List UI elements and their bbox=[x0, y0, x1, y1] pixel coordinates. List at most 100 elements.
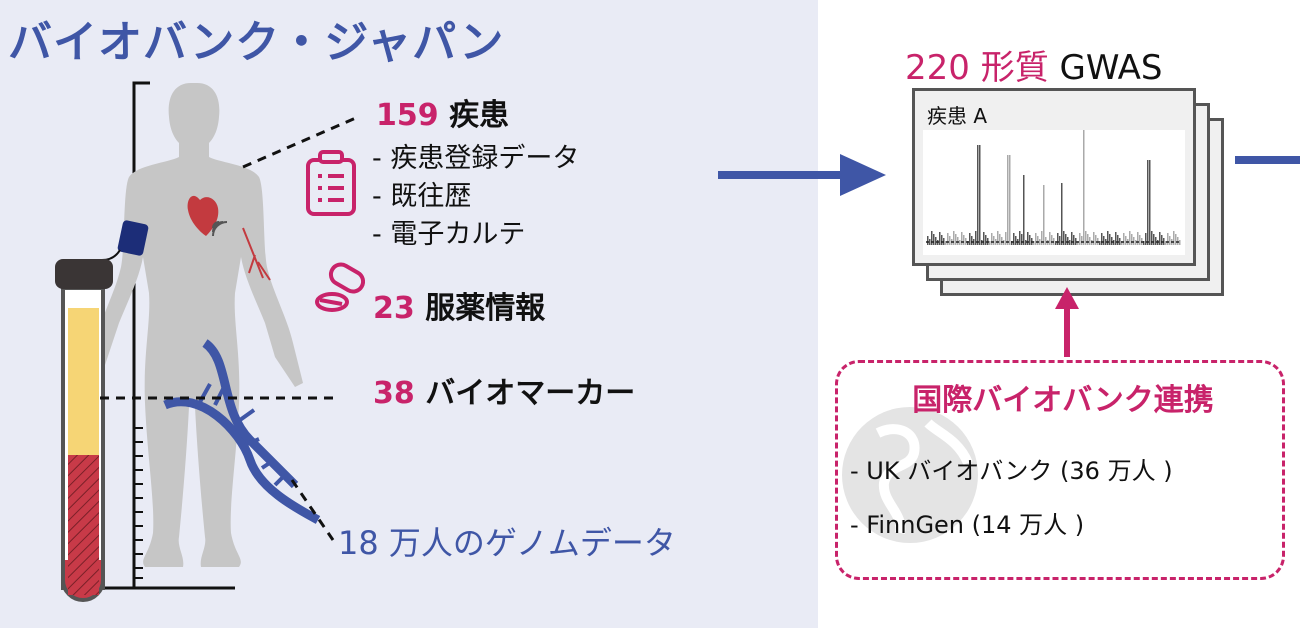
trait-count: 220 bbox=[905, 48, 970, 88]
height-ruler bbox=[105, 81, 235, 590]
manhattan-bar bbox=[1101, 233, 1103, 245]
manhattan-bar bbox=[1049, 232, 1051, 245]
manhattan-bar bbox=[1073, 235, 1075, 245]
gwas-title: 220 形質 GWAS bbox=[905, 40, 1162, 89]
manhattan-bar bbox=[1061, 183, 1063, 245]
manhattan-bar bbox=[929, 239, 931, 245]
manhattan-bar bbox=[1109, 234, 1111, 245]
manhattan-bar bbox=[969, 233, 971, 245]
manhattan-bar bbox=[999, 234, 1001, 245]
blood-pressure-cuff bbox=[117, 220, 149, 256]
manhattan-bar bbox=[1011, 241, 1013, 245]
biobank-item: - UK バイオバンク (36 万人 ) bbox=[850, 457, 1173, 485]
manhattan-bar bbox=[947, 233, 949, 245]
blood-tube bbox=[55, 259, 113, 602]
manhattan-bar bbox=[1005, 232, 1007, 245]
manhattan-bar bbox=[1081, 236, 1083, 245]
gwas-label: GWAS bbox=[1059, 48, 1163, 88]
medication-label: 服薬情報 bbox=[425, 291, 546, 326]
manhattan-bar bbox=[1149, 160, 1151, 245]
manhattan-bar bbox=[1063, 231, 1065, 245]
manhattan-bar bbox=[1177, 237, 1179, 245]
manhattan-bar bbox=[1051, 235, 1053, 245]
clipboard-icon bbox=[306, 150, 356, 216]
manhattan-bar bbox=[1169, 236, 1171, 245]
pills-icon bbox=[315, 262, 366, 312]
manhattan-bar bbox=[1161, 235, 1163, 245]
connector-lines bbox=[100, 115, 359, 541]
manhattan-bar bbox=[1133, 237, 1135, 245]
manhattan-bar bbox=[1069, 240, 1071, 245]
manhattan-bar bbox=[1001, 237, 1003, 245]
manhattan-bar bbox=[959, 240, 961, 245]
manhattan-bar bbox=[1019, 231, 1021, 245]
manhattan-bar bbox=[1143, 241, 1145, 245]
manhattan-bar bbox=[991, 233, 993, 245]
manhattan-bar bbox=[1147, 160, 1149, 245]
manhattan-bar bbox=[1121, 241, 1123, 245]
manhattan-bar bbox=[1105, 239, 1107, 245]
manhattan-bar bbox=[1135, 240, 1137, 245]
manhattan-bar bbox=[971, 236, 973, 245]
biobank-item: - FinnGen (14 万人 ) bbox=[850, 511, 1085, 539]
arrow-line bbox=[1235, 156, 1300, 164]
manhattan-bar bbox=[963, 235, 965, 245]
manhattan-bar bbox=[1111, 237, 1113, 245]
manhattan-bar bbox=[1173, 231, 1175, 245]
manhattan-bar bbox=[1067, 237, 1069, 245]
manhattan-bar bbox=[997, 231, 999, 245]
manhattan-bar bbox=[1179, 240, 1181, 245]
manhattan-bar bbox=[1043, 185, 1045, 245]
manhattan-bar bbox=[1045, 237, 1047, 245]
arrow-right-icon bbox=[718, 154, 886, 196]
international-biobank-box: 国際バイオバンク連携 - UK バイオバンク (36 万人 ) - FinnGe… bbox=[835, 360, 1285, 580]
manhattan-bar bbox=[1115, 232, 1117, 245]
manhattan-bar bbox=[1131, 234, 1133, 245]
manhattan-bar bbox=[1099, 241, 1101, 245]
manhattan-bar bbox=[1009, 155, 1011, 245]
manhattan-bar bbox=[1055, 241, 1057, 245]
biobank-panel bbox=[0, 0, 818, 628]
manhattan-bar bbox=[1085, 231, 1087, 245]
dna-icon bbox=[163, 339, 321, 524]
manhattan-bar bbox=[955, 234, 957, 245]
international-title: 国際バイオバンク連携 bbox=[912, 383, 1214, 418]
manhattan-bar bbox=[1023, 175, 1025, 245]
manhattan-bar bbox=[1159, 232, 1161, 245]
diseases-label: 疾患 bbox=[449, 98, 510, 133]
manhattan-bar bbox=[939, 232, 941, 245]
manhattan-bar bbox=[1137, 232, 1139, 245]
biomarker-count: 38 bbox=[373, 376, 415, 411]
manhattan-bar bbox=[1065, 234, 1067, 245]
body-silhouette bbox=[89, 83, 303, 567]
human-illustration bbox=[55, 81, 366, 602]
manhattan-bar bbox=[967, 241, 969, 245]
manhattan-bar bbox=[1015, 236, 1017, 245]
manhattan-bar bbox=[1075, 238, 1077, 245]
manhattan-bar bbox=[935, 237, 937, 245]
genome-label: 18 万人のゲノムデータ bbox=[338, 524, 676, 562]
manhattan-bar bbox=[1041, 231, 1043, 245]
manhattan-bar bbox=[1165, 241, 1167, 245]
manhattan-bar bbox=[1139, 235, 1141, 245]
manhattan-bar bbox=[957, 237, 959, 245]
diseases-count: 159 bbox=[376, 98, 439, 133]
page-title: バイオバンク・ジャパン bbox=[8, 17, 505, 68]
manhattan-bar bbox=[1037, 236, 1039, 245]
manhattan-bar bbox=[1167, 233, 1169, 245]
manhattan-bar bbox=[1021, 234, 1023, 245]
manhattan-bar bbox=[989, 241, 991, 245]
manhattan-bar bbox=[983, 232, 985, 245]
manhattan-bar bbox=[1155, 237, 1157, 245]
manhattan-bar bbox=[1123, 233, 1125, 245]
disease-item: - 疾患登録データ bbox=[372, 143, 580, 174]
vein-icon bbox=[242, 227, 271, 281]
manhattan-bar bbox=[961, 232, 963, 245]
globe-icon bbox=[842, 407, 978, 543]
biomarker-label: バイオマーカー bbox=[425, 376, 636, 411]
manhattan-bar bbox=[975, 231, 977, 245]
manhattan-bar bbox=[1007, 155, 1009, 245]
manhattan-bar bbox=[931, 231, 933, 245]
manhattan-bar bbox=[949, 236, 951, 245]
manhattan-bar bbox=[1175, 234, 1177, 245]
